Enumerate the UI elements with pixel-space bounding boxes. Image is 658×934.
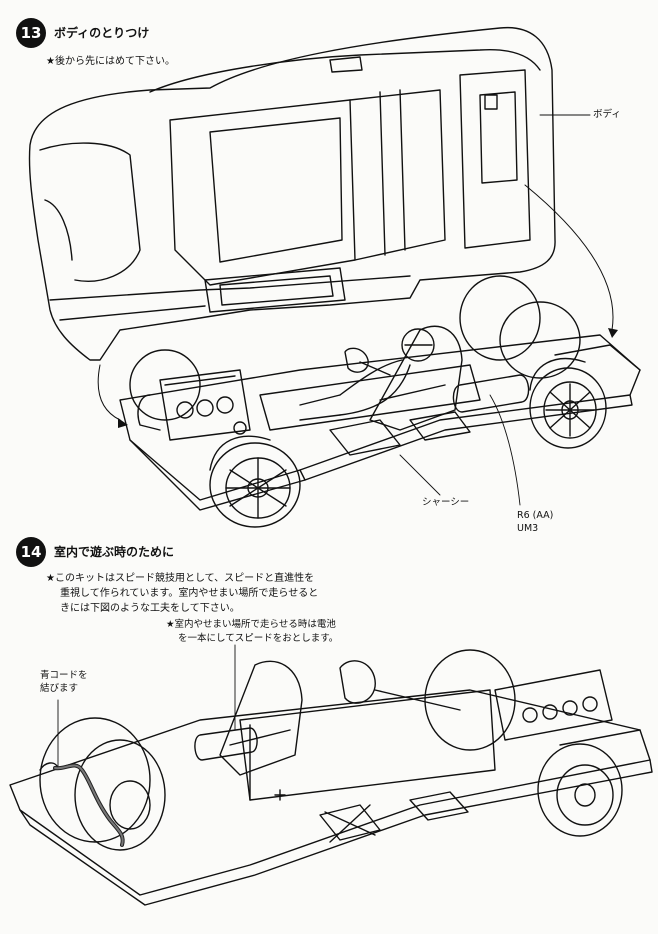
chassis-drawing [119, 275, 641, 528]
label-battery-code: UM3 [517, 523, 539, 534]
step-14-note-line-2: 重視して作られています。室内やせまい場所で走らせると [60, 588, 319, 599]
step-13-badge: 13 [16, 18, 46, 48]
step-14-title: 室内で遊ぶ時のために [54, 545, 175, 559]
body-shell-drawing [28, 26, 556, 361]
label-body: ボディ [593, 109, 621, 120]
step-13-note: ★後から先にはめて下さい。 [46, 56, 175, 67]
callout-cord-line-2: 結びます [40, 683, 79, 694]
callout-battery-line-1: ★室内やせまい場所で走らせる時は電池 [166, 619, 336, 630]
step-14-badge: 14 [16, 537, 46, 567]
step-14-note-line-1: ★このキットはスピード競技用として、スピードと直進性を [46, 573, 315, 584]
label-chassis: シャーシー [422, 497, 470, 508]
chassis-indoor-drawing [9, 649, 653, 906]
label-battery-size: R6 (AA) [517, 510, 554, 521]
callout-battery-line-2: を一本にしてスピードをおとします。 [178, 633, 339, 644]
callout-cord-line-1: 青コードを [40, 670, 88, 681]
step-13-title: ボディのとりつけ [54, 26, 150, 40]
step-14-note-line-3: きには下図のような工夫をして下さい。 [60, 603, 240, 614]
